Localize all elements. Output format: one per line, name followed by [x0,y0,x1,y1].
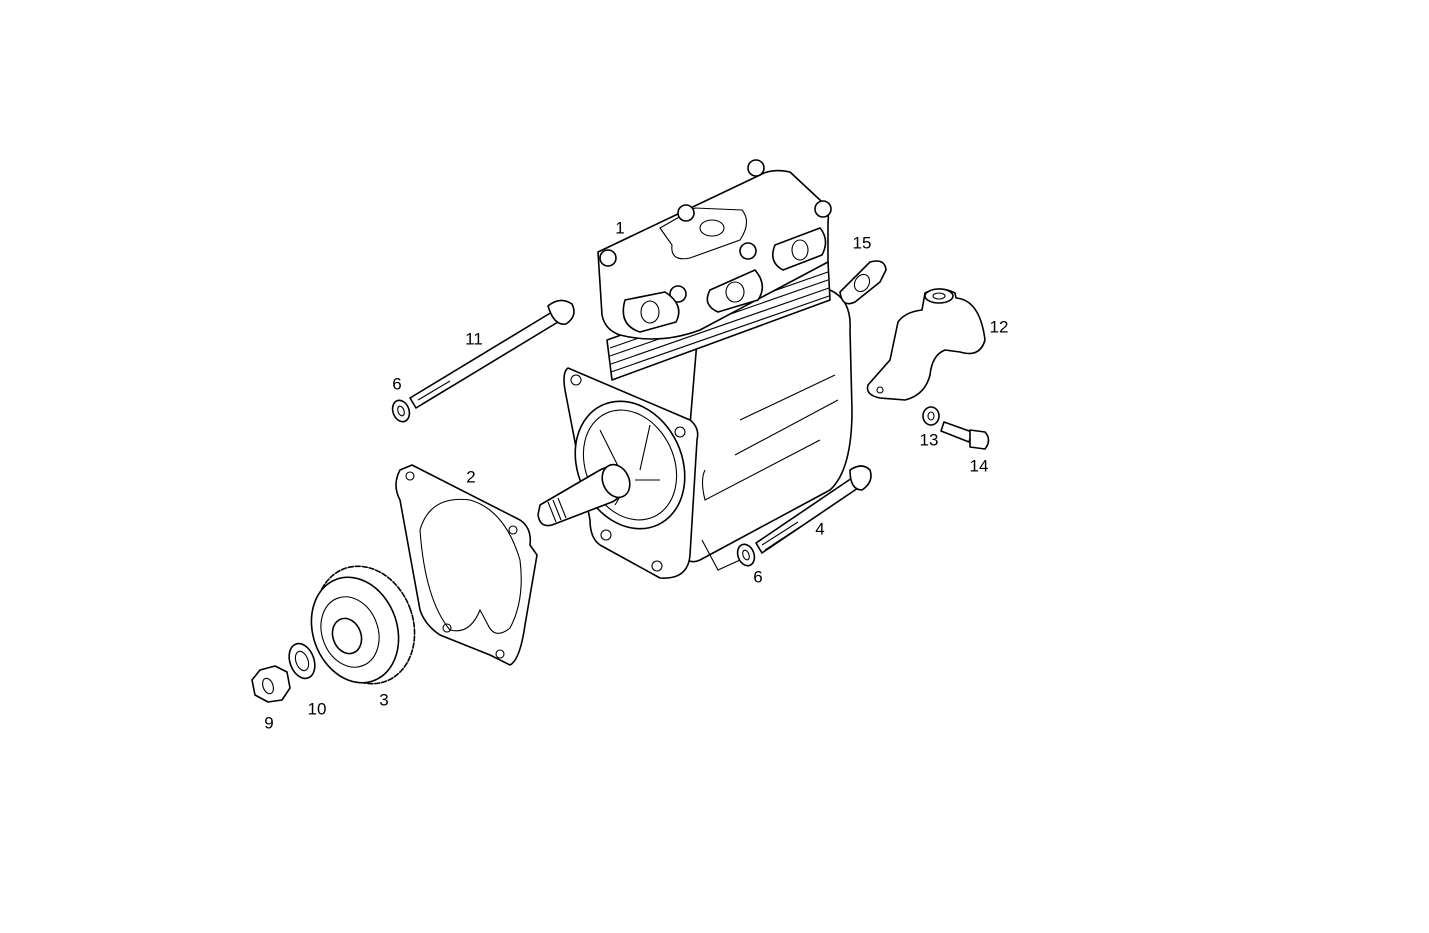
callout-11: 11 [465,329,483,349]
lock-washer [288,642,316,680]
drive-gear [310,565,416,685]
callout-9: 9 [264,713,274,733]
washer-13 [922,406,940,426]
hex-nut [251,665,291,703]
washer-lower [736,543,756,567]
callout-4: 4 [815,519,825,539]
long-bolt-lower [755,465,872,554]
callout-6-upper: 6 [392,374,402,394]
callout-12: 12 [989,317,1009,337]
callout-10: 10 [307,699,327,719]
head-bolts [599,159,832,303]
elbow-fitting [866,288,986,401]
flange-gasket [839,260,887,305]
long-bolt-upper [409,299,575,409]
callout-14: 14 [969,456,989,476]
callout-2: 2 [466,467,476,487]
gasket-plate [395,464,538,666]
callout-6-lower: 6 [753,567,763,587]
washer-upper [391,399,411,423]
bolt-14 [940,421,990,450]
callout-1: 1 [615,218,625,238]
callout-3: 3 [379,690,389,710]
compressor-body [537,159,853,579]
callout-13: 13 [919,430,939,450]
callout-15: 15 [852,233,872,253]
